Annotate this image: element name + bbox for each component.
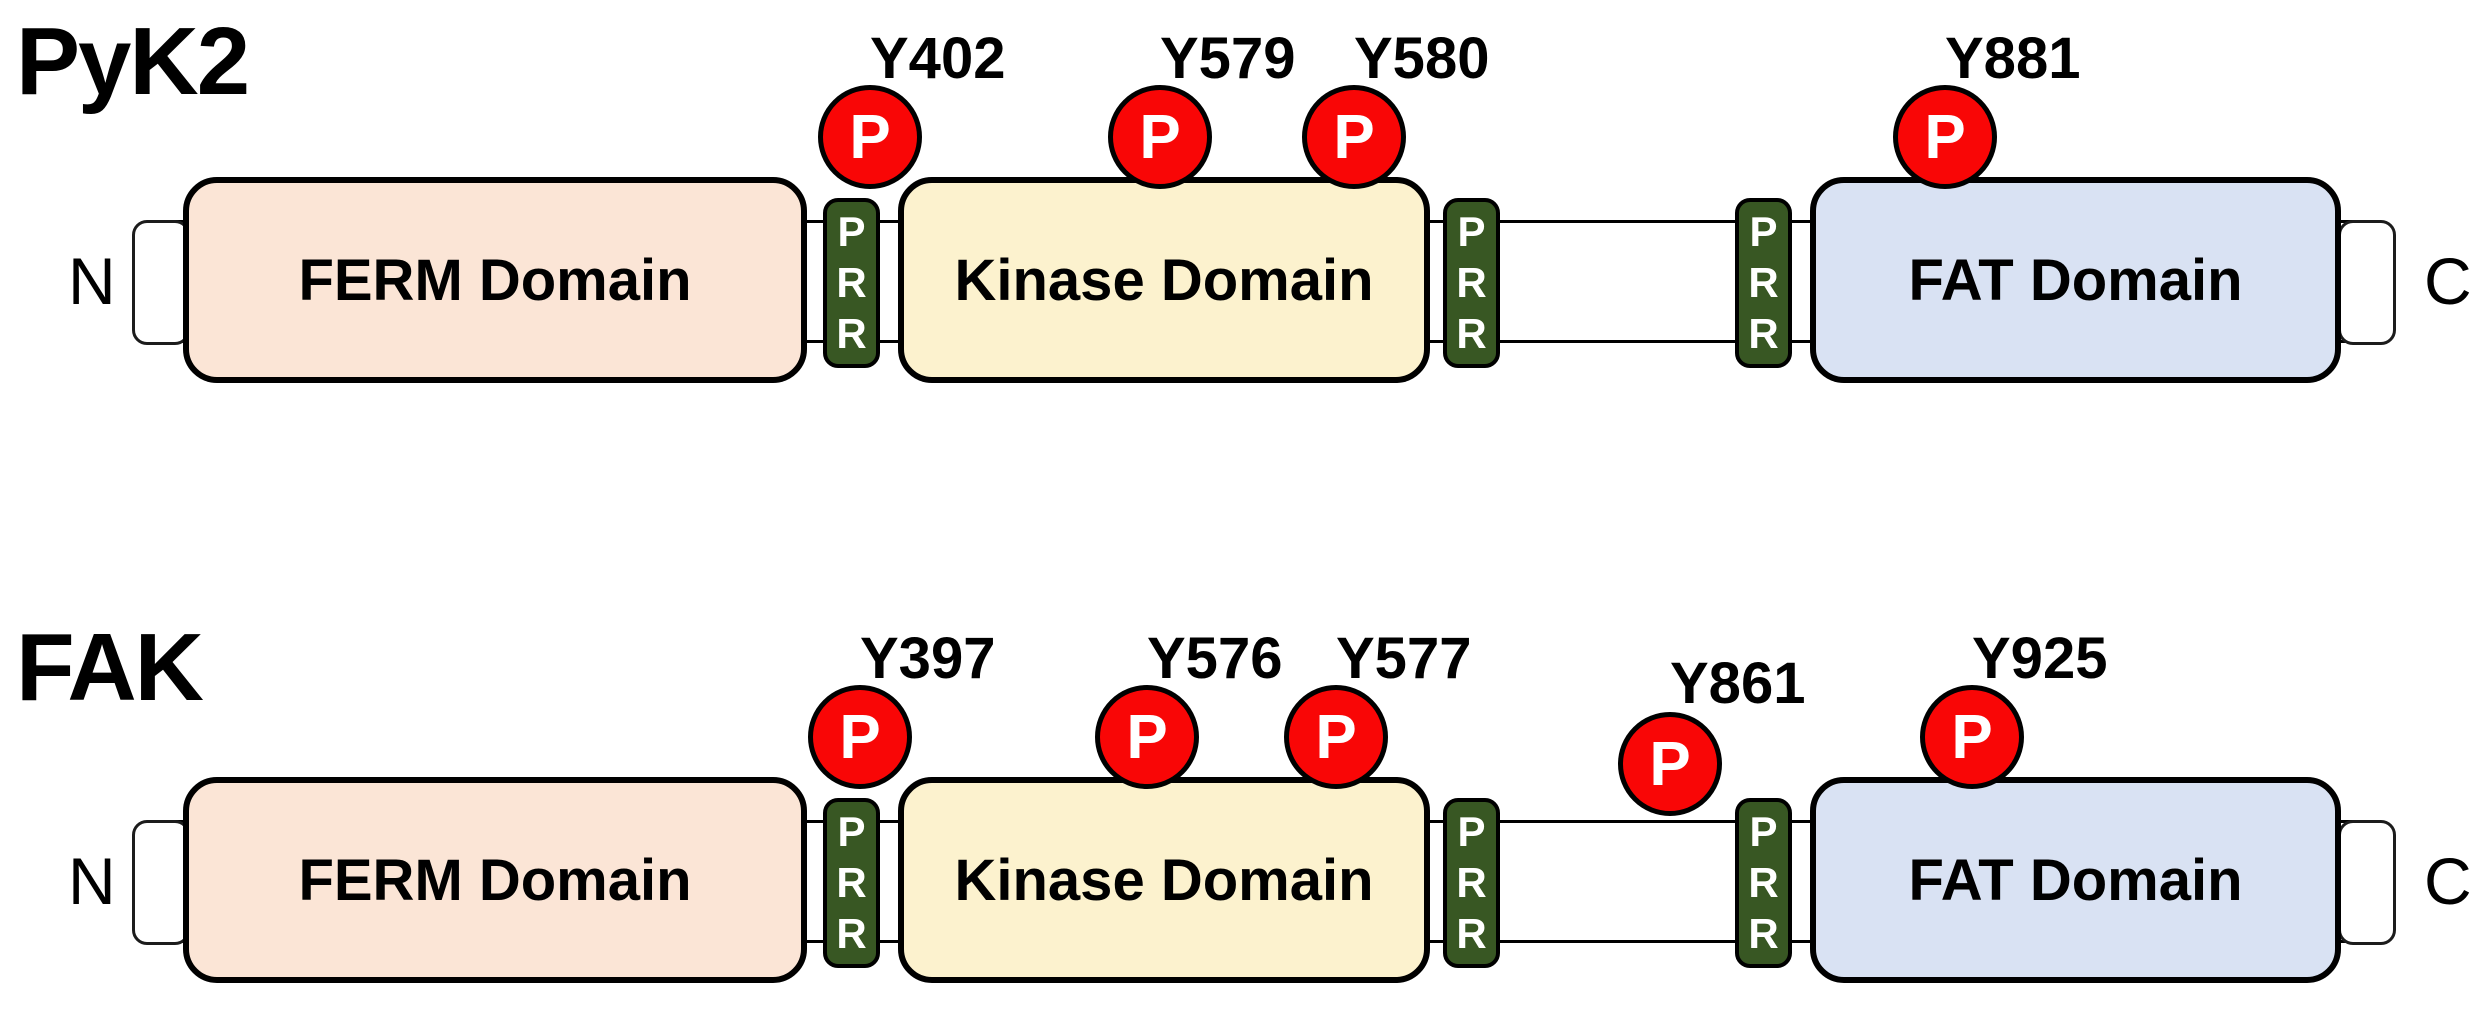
- prr-motif-box: P R R: [823, 198, 880, 368]
- ferm-domain-box: FERM Domain: [183, 177, 807, 383]
- fat-domain-box: FAT Domain: [1810, 777, 2341, 983]
- phospho-circle-y580: P: [1302, 85, 1406, 189]
- fat-domain-box: FAT Domain: [1810, 177, 2341, 383]
- prr-motif-box: P R R: [823, 798, 880, 968]
- phospho-p: P: [1924, 102, 1966, 172]
- prr-letter: P: [1457, 208, 1486, 255]
- prr-letter: R: [1456, 259, 1487, 306]
- phospho-circle-y579: P: [1108, 85, 1212, 189]
- prr-motif-box: P R R: [1443, 798, 1500, 968]
- ferm-domain-label: FERM Domain: [298, 847, 692, 913]
- phospho-circle-y402: P: [818, 85, 922, 189]
- kinase-domain-label: Kinase Domain: [954, 847, 1374, 913]
- kinase-domain-box: Kinase Domain: [898, 177, 1430, 383]
- protein-row-fak: FERM Domain Kinase Domain FAT Domain P R…: [0, 600, 2484, 1015]
- phospho-circle-y576: P: [1095, 685, 1199, 789]
- site-label-y402: Y402: [870, 26, 1006, 91]
- site-label-y580: Y580: [1354, 26, 1490, 91]
- protein-row-pyk2: FERM Domain Kinase Domain FAT Domain P R…: [16, 8, 2472, 383]
- ferm-domain-box: FERM Domain: [183, 777, 807, 983]
- n-terminal-cap: [132, 820, 190, 945]
- prr-motif-box: P R R: [1735, 798, 1792, 968]
- prr-motif-box: P R R: [1443, 198, 1500, 368]
- prr-letter: R: [836, 910, 867, 957]
- prr-letter: P: [837, 208, 866, 255]
- phospho-p: P: [1649, 729, 1691, 799]
- n-terminus-letter: N: [68, 844, 116, 918]
- c-terminal-cap: [2338, 820, 2396, 945]
- prr-letter: R: [1456, 859, 1487, 906]
- c-terminal-cap: [2338, 220, 2396, 345]
- prr-letter: R: [1456, 910, 1487, 957]
- prr-letter: R: [836, 310, 867, 357]
- prr-letter: R: [1748, 259, 1779, 306]
- phospho-p: P: [839, 702, 881, 772]
- site-label-y925: Y925: [1972, 626, 2108, 691]
- prr-letter: P: [1749, 808, 1778, 855]
- prr-motif-box: P R R: [1735, 198, 1792, 368]
- phospho-p: P: [1315, 702, 1357, 772]
- phospho-p: P: [849, 102, 891, 172]
- site-label-y577: Y577: [1336, 626, 1472, 691]
- c-terminus-letter: C: [2424, 844, 2472, 918]
- site-label-y579: Y579: [1160, 26, 1296, 91]
- prr-letter: R: [1748, 910, 1779, 957]
- prr-letter: R: [1456, 310, 1487, 357]
- phospho-circle-y881: P: [1893, 85, 1997, 189]
- prr-letter: P: [1457, 808, 1486, 855]
- protein-name-pyk2: PyK2: [16, 8, 250, 115]
- n-terminus-letter: N: [68, 244, 116, 318]
- phospho-p: P: [1139, 102, 1181, 172]
- fat-domain-label: FAT Domain: [1908, 247, 2243, 313]
- kinase-domain-box: Kinase Domain: [898, 777, 1430, 983]
- prr-letter: R: [1748, 859, 1779, 906]
- kinase-domain-label: Kinase Domain: [954, 247, 1374, 313]
- protein-name-fak: FAK: [16, 614, 204, 721]
- site-label-y576: Y576: [1147, 626, 1283, 691]
- prr-letter: R: [836, 859, 867, 906]
- prr-letter: R: [1748, 310, 1779, 357]
- phospho-circle-y861: P: [1618, 712, 1722, 816]
- n-terminal-cap: [132, 220, 190, 345]
- prr-letter: P: [837, 808, 866, 855]
- phospho-circle-y397: P: [808, 685, 912, 789]
- site-label-y861: Y861: [1670, 651, 1806, 716]
- c-terminus-letter: C: [2424, 244, 2472, 318]
- fat-domain-label: FAT Domain: [1908, 847, 2243, 913]
- phospho-p: P: [1126, 702, 1168, 772]
- phospho-circle-y577: P: [1284, 685, 1388, 789]
- phospho-p: P: [1333, 102, 1375, 172]
- ferm-domain-label: FERM Domain: [298, 247, 692, 313]
- phospho-p: P: [1951, 702, 1993, 772]
- site-label-y397: Y397: [860, 626, 996, 691]
- site-label-y881: Y881: [1945, 26, 2081, 91]
- prr-letter: P: [1749, 208, 1778, 255]
- phospho-circle-y925: P: [1920, 685, 2024, 789]
- prr-letter: R: [836, 259, 867, 306]
